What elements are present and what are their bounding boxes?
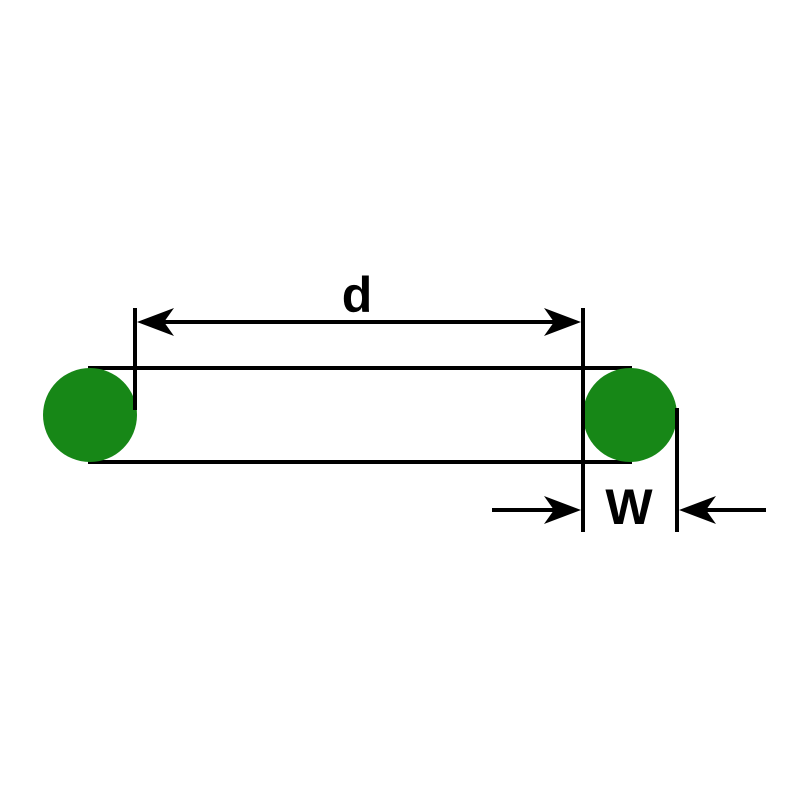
oring-cross-section-right	[583, 368, 677, 462]
arrowhead-w-left-icon	[544, 496, 581, 524]
arrowhead-d-right-icon	[544, 308, 581, 336]
label-cross-section-width: W	[605, 479, 653, 535]
label-inner-diameter: d	[342, 267, 373, 323]
oring-cross-section-left	[43, 368, 137, 462]
arrowhead-w-right-icon	[679, 496, 716, 524]
arrowhead-d-left-icon	[137, 308, 174, 336]
